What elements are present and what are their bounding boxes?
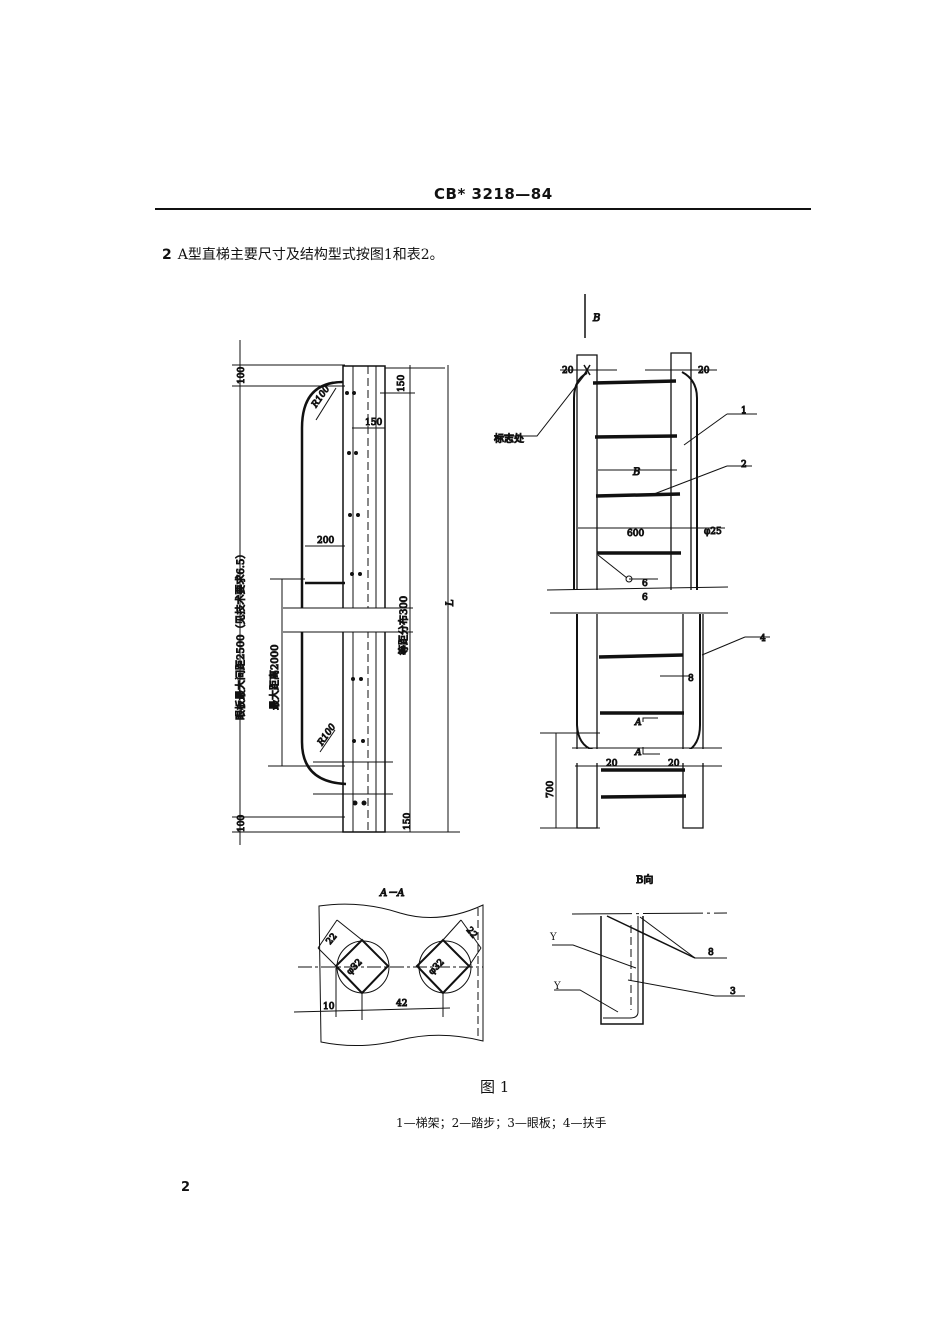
view-b: B向 Y Y 8 3	[549, 873, 745, 1025]
front-view: B	[494, 294, 770, 829]
dim-100-top: 100	[237, 367, 247, 384]
paragraph-text: A型直梯主要尺寸及结构型式按图1和表2。	[177, 247, 444, 263]
dia-32-left: φ32	[345, 957, 365, 977]
section-paragraph: 2 A型直梯主要尺寸及结构型式按图1和表2。	[162, 244, 444, 264]
handrail-bottom	[300, 632, 347, 786]
dim-20-bottom-left: 20	[606, 759, 618, 769]
dim-150-bottom: 150	[403, 813, 413, 830]
eyeplate-spacing-label: 眼板最大间距2500（见技术要求6.5）	[234, 549, 247, 720]
dim-150-mid: 150	[365, 418, 382, 428]
weld-symbol-y: Y	[549, 932, 557, 943]
section-a-top: A	[634, 718, 642, 728]
handrail-top	[300, 380, 344, 608]
dia-32-right: φ32	[427, 957, 447, 977]
figure-legend: 1—梯架；2—踏步；3—眼板；4—扶手	[396, 1116, 607, 1130]
page-number: 2	[181, 1180, 191, 1195]
radius-top: R100	[310, 384, 333, 410]
section-a-a: A－A 22 22 φ32 φ32 10 42	[293, 888, 484, 1047]
view-b-title: B向	[636, 873, 653, 886]
callout-1: 1	[741, 406, 747, 416]
view-arrow-label: B	[592, 313, 600, 324]
weld-6-bottom: 6	[642, 593, 648, 603]
figure-caption: 图 1	[480, 1078, 510, 1096]
left-stile	[576, 354, 598, 590]
callout-4: 4	[760, 634, 766, 644]
weld-symbol-y2: Y	[553, 981, 561, 992]
paragraph-number: 2	[162, 247, 172, 263]
dim-600: 600	[627, 529, 644, 539]
weld-6-top: 6	[642, 579, 648, 589]
length-label: L	[445, 599, 456, 607]
ladder-stile-channel	[342, 365, 386, 833]
equal-spacing-label: 等距分布300	[397, 596, 410, 655]
dim-700: 700	[546, 781, 556, 798]
dim-20-top-right: 20	[698, 366, 710, 376]
width-b-label: B	[632, 467, 640, 478]
side-view: 100 100 眼板最大间距2500（见技术要求6.5） 最大距离2000 20…	[232, 340, 460, 845]
dim-8: 8	[688, 674, 694, 684]
eyeplate-angle	[600, 916, 644, 1025]
dim-150-top: 150	[397, 375, 407, 392]
dim-20-top-left: 20	[562, 366, 574, 376]
callout-3: 3	[730, 987, 736, 997]
section-a-bottom: A	[634, 748, 642, 758]
max-distance-label: 最大距离2000	[268, 645, 281, 710]
section-aa-title: A－A	[379, 888, 404, 899]
dim-200: 200	[317, 536, 334, 546]
dim-20-bottom-right: 20	[668, 759, 680, 769]
dim-100-bottom: 100	[237, 815, 247, 832]
rungs	[592, 379, 687, 799]
radius-bottom: R100	[316, 722, 339, 748]
callout-2: 2	[741, 460, 747, 470]
dim-10: 10	[323, 1002, 335, 1012]
standard-number-header: CB* 3218—84	[434, 185, 553, 203]
bolt-holes	[345, 391, 367, 806]
mark-location-label: 标志处	[494, 432, 524, 445]
dia-25: φ25	[704, 527, 722, 537]
header-rule	[155, 208, 811, 210]
dim-42: 42	[396, 999, 407, 1009]
callout-8: 8	[708, 948, 714, 958]
eyeplate-outline	[318, 903, 484, 1047]
